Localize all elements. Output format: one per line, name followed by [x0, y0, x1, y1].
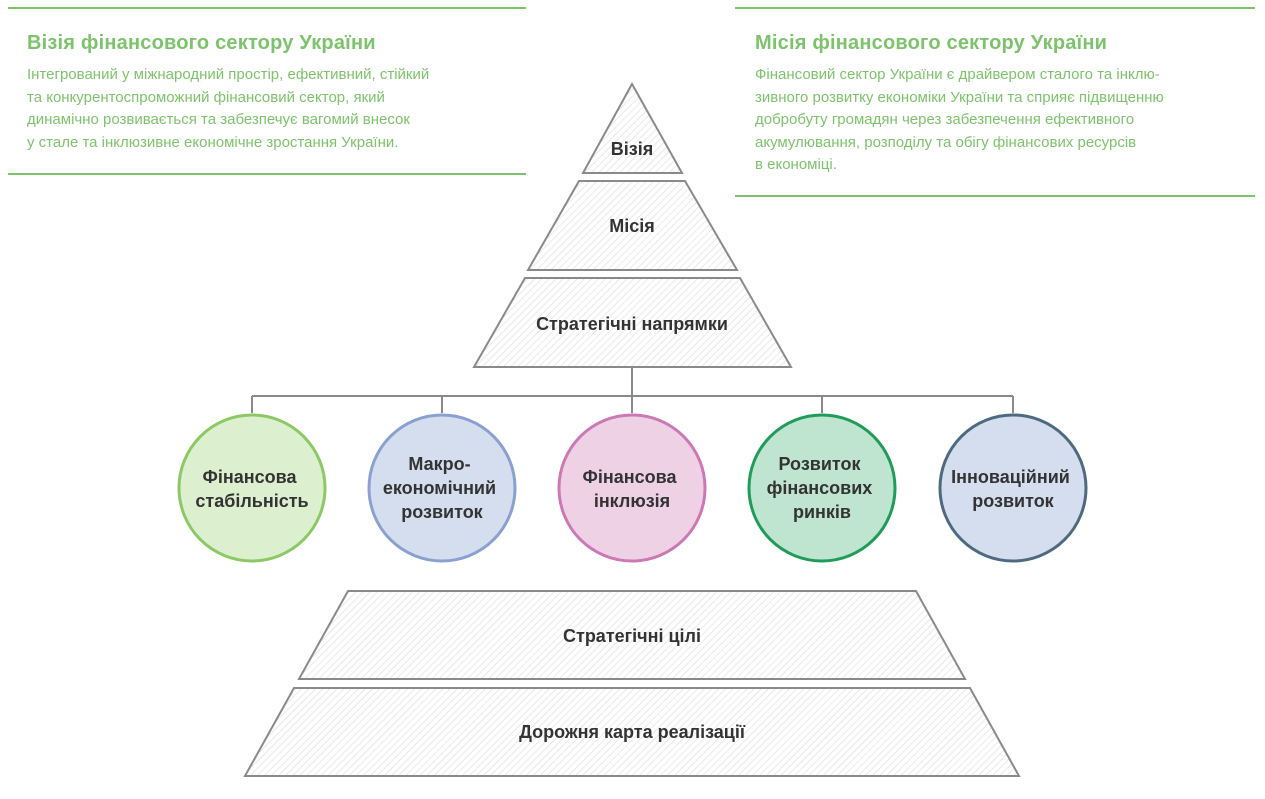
mission-line: Фінансовий сектор України є драйвером ст… [755, 66, 1160, 83]
mission-line: добробуту громадян через забезпечення еф… [755, 111, 1135, 128]
direction-label: Інноваційний розвиток [951, 467, 1075, 511]
direction-innovation: Інноваційний розвиток [938, 413, 1088, 563]
roadmap-trapezoid [243, 687, 1021, 777]
mission-line: зивного розвитку економіки України та сп… [755, 88, 1164, 106]
direction-circle [557, 413, 707, 563]
vision-panel: Візія фінансового сектору України Інтегр… [27, 32, 527, 154]
direction-fin-inclusion: Фінансова інклюзія [557, 413, 707, 563]
vision-label: Візія [611, 139, 653, 159]
roadmap-label: Дорожня карта реалізації [519, 722, 746, 742]
direction-circle [177, 413, 327, 563]
directions-trapezoid [472, 277, 793, 368]
direction-label: Фінансова інклюзія [583, 467, 682, 511]
vision-line: та конкурентоспроможний фінансовий секто… [27, 88, 385, 106]
vision-line: Інтегрований у міжнародний простір, ефек… [27, 66, 430, 83]
direction-fin-stability: Фінансова стабільність [177, 413, 327, 563]
mission-bottom-rule [735, 195, 1255, 197]
direction-circle [367, 413, 517, 563]
mission-title: Місія фінансового сектору України [755, 32, 1108, 54]
direction-label: Розвиток фінансових ринків [767, 454, 878, 522]
vision-text: Інтегрований у міжнародний простір, ефек… [27, 64, 527, 154]
vision-title: Візія фінансового сектору України [27, 32, 376, 54]
direction-macro-development: Макро- економічний розвиток [367, 413, 517, 563]
direction-label: Макро- економічний розвиток [383, 454, 501, 522]
mission-line: акумулювання, розподілу та обігу фінансо… [755, 133, 1137, 151]
connector-lines [251, 367, 1014, 413]
direction-circle [938, 413, 1088, 563]
vision-line: у стале та інклюзивне економічне зростан… [27, 133, 399, 151]
vision-line: динамічно розвивається та забезпечує ваг… [27, 111, 410, 128]
mission-label: Місія [609, 216, 655, 236]
vision-triangle [581, 81, 684, 174]
mission-line: в економіці. [755, 156, 837, 173]
mission-text: Фінансовий сектор України є драйвером ст… [755, 64, 1255, 177]
direction-fin-markets: Розвиток фінансових ринків [747, 413, 897, 563]
directions-label: Стратегічні напрямки [536, 314, 728, 334]
direction-circle [747, 413, 897, 563]
mission-trapezoid [526, 180, 739, 271]
mission-panel: Місія фінансового сектору України Фінанс… [755, 32, 1255, 177]
mission-top-rule [735, 7, 1255, 9]
vision-bottom-rule [8, 173, 526, 175]
vision-top-rule [8, 7, 526, 9]
goals-trapezoid [297, 590, 967, 680]
direction-label: Фінансова стабільність [195, 467, 308, 511]
goals-label: Стратегічні цілі [563, 626, 701, 646]
